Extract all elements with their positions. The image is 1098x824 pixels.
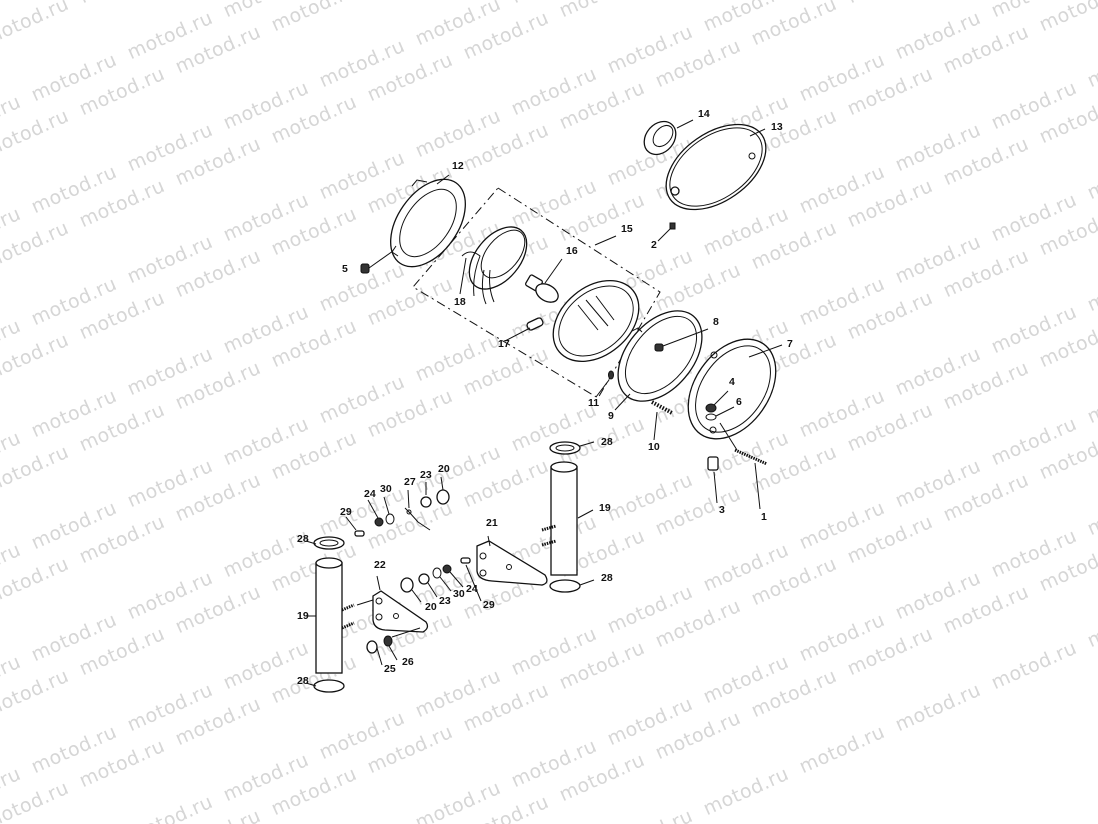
lower-hardware-set xyxy=(366,557,482,666)
part-label-23a: 23 xyxy=(420,469,432,481)
part-label-30a: 30 xyxy=(380,483,392,495)
part-label-26: 26 xyxy=(402,656,414,668)
part-3-bolt xyxy=(707,456,719,504)
part-2-screw xyxy=(657,222,676,242)
part-label-1: 1 xyxy=(761,511,767,523)
part-label-20a: 20 xyxy=(438,463,450,475)
part-16-bulb xyxy=(525,274,559,303)
part-label-24a: 24 xyxy=(364,488,376,500)
part-17-small-bulb xyxy=(526,317,544,331)
part-19-fork-tube-left xyxy=(305,536,355,693)
part-label-4: 4 xyxy=(729,376,735,388)
part-label-7: 7 xyxy=(787,338,793,350)
part-22-bracket xyxy=(356,575,429,633)
part-label-19a: 19 xyxy=(599,502,611,514)
part-label-25: 25 xyxy=(384,663,396,675)
part-label-29a: 29 xyxy=(340,506,352,518)
part-labels: 1234567891011121314151617181919202021222… xyxy=(297,108,793,687)
part-11-clip xyxy=(595,370,614,398)
part-18-socket xyxy=(461,226,528,305)
part-label-10: 10 xyxy=(648,441,660,453)
part-21-bracket xyxy=(476,535,548,586)
part-label-22: 22 xyxy=(374,559,386,571)
part-15-assembly-outline xyxy=(412,187,661,399)
part-label-11: 11 xyxy=(588,397,599,409)
part-label-30b: 30 xyxy=(453,588,465,600)
part-14-grommet xyxy=(643,120,677,156)
part-label-15: 15 xyxy=(621,223,633,235)
part-label-14: 14 xyxy=(698,108,710,120)
upper-hardware-set xyxy=(345,476,450,537)
part-label-9: 9 xyxy=(608,410,614,422)
part-label-28a: 28 xyxy=(601,436,613,448)
part-label-21: 21 xyxy=(486,517,498,529)
part-label-20b: 20 xyxy=(425,601,437,613)
part-label-8: 8 xyxy=(713,316,719,328)
part-label-6: 6 xyxy=(736,396,742,408)
part-label-28b: 28 xyxy=(297,533,309,545)
part-4-6-nut-washer xyxy=(705,390,735,421)
part-10-spring xyxy=(651,400,673,441)
part-label-28c: 28 xyxy=(601,572,613,584)
part-label-23b: 23 xyxy=(439,595,451,607)
part-label-29b: 29 xyxy=(483,599,495,611)
part-8-screw xyxy=(654,328,709,352)
part-5-nut xyxy=(360,250,394,274)
part-1-long-bolt xyxy=(719,422,768,510)
part-label-24b: 24 xyxy=(466,583,478,595)
part-label-18: 18 xyxy=(454,296,466,308)
part-label-17: 17 xyxy=(498,338,510,350)
part-label-19b: 19 xyxy=(297,610,309,622)
part-label-16: 16 xyxy=(566,245,578,257)
part-label-12: 12 xyxy=(452,160,464,172)
part-label-3: 3 xyxy=(719,504,725,516)
part-13-headlamp-shell xyxy=(665,123,767,211)
part-label-13: 13 xyxy=(771,121,783,133)
part-9-rim xyxy=(617,310,703,402)
part-label-28d: 28 xyxy=(297,675,309,687)
headlamp-lens xyxy=(552,279,640,363)
part-label-27: 27 xyxy=(404,476,416,488)
part-label-5: 5 xyxy=(342,263,348,275)
part-19-fork-tube-right xyxy=(541,441,595,593)
part-label-2: 2 xyxy=(651,239,657,251)
